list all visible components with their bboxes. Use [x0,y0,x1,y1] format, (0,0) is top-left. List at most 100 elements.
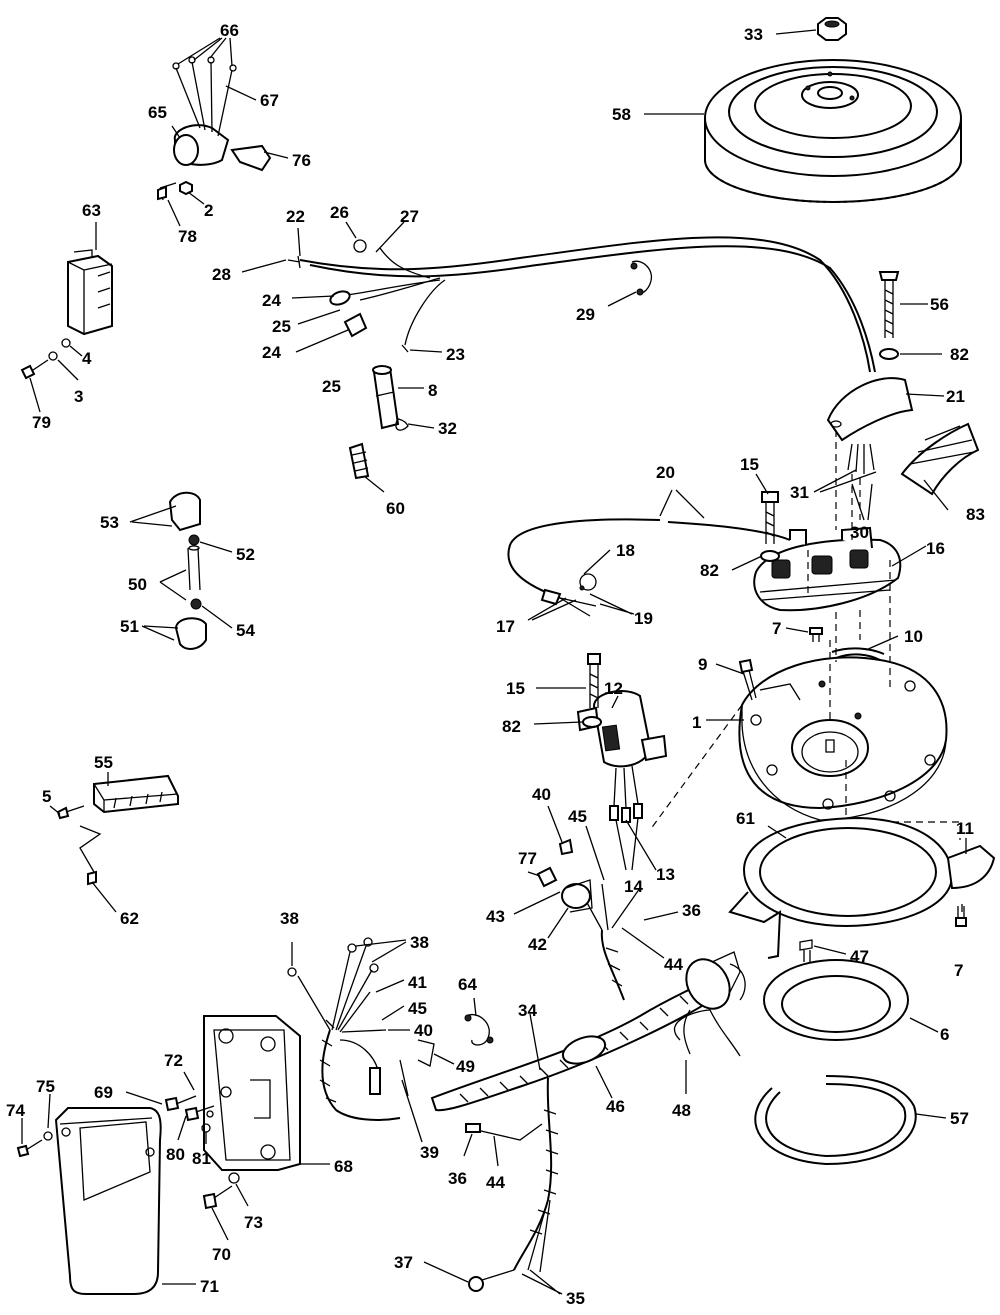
solenoid [157,56,272,201]
flywheel-nut [817,17,847,41]
callout-20: 20 [656,463,675,482]
callout-13: 13 [656,865,675,884]
callout-61: 61 [736,809,755,828]
callout-80: 80 [166,1145,185,1164]
callout-68: 68 [334,1157,353,1176]
callout-82a: 82 [950,345,969,364]
harness-clip [630,260,653,296]
callout-6: 6 [940,1025,949,1044]
callout-33: 33 [744,25,763,44]
callout-3: 3 [74,387,83,406]
callout-45a: 45 [568,807,587,826]
leader-lines [21,29,967,1295]
callout-10: 10 [904,627,923,646]
timer-base [753,526,902,612]
callout-54: 54 [236,621,255,640]
callout-66: 66 [220,21,239,40]
callout-77: 77 [518,849,537,868]
callout-40b: 40 [414,1021,433,1040]
armature-plate [738,656,948,821]
ignition-coil [576,690,668,823]
stator-lead-harness [287,236,876,373]
callout-38a: 38 [280,909,299,928]
sensor-cover [826,377,914,474]
callout-labels: 33 58 66 67 65 76 2 78 63 4 3 79 22 26 2… [6,21,985,1308]
callout-82c: 82 [502,717,521,736]
callout-65: 65 [148,103,167,122]
callout-39: 39 [420,1143,439,1162]
callout-37: 37 [394,1253,413,1272]
stator-gasket [728,816,954,959]
callout-38b: 38 [410,933,429,952]
callout-58: 58 [612,105,631,124]
callout-82b: 82 [700,561,719,580]
callout-27: 27 [400,207,419,226]
clip-64 [464,1013,494,1046]
callout-46: 46 [606,1097,625,1116]
callout-36b: 36 [448,1169,467,1188]
callout-41: 41 [408,973,427,992]
callout-26: 26 [330,203,349,222]
callout-23: 23 [446,345,465,364]
clip-48 [673,1009,741,1057]
mounting-bracket [203,1015,301,1171]
screw-56 [878,271,900,360]
callout-22: 22 [286,207,305,226]
callout-64: 64 [458,975,477,994]
callout-11: 11 [956,819,974,838]
callout-15a: 15 [740,455,759,474]
callout-62: 62 [120,909,139,928]
harness-left [287,937,409,1121]
alignment-lines [649,430,961,840]
callout-14: 14 [624,877,643,896]
callout-40a: 40 [532,785,551,804]
callout-76: 76 [292,151,311,170]
callout-12: 12 [604,679,623,698]
callout-45b: 45 [408,999,427,1018]
screw-15-top [760,491,780,562]
callout-43: 43 [486,907,505,926]
callout-5: 5 [42,787,51,806]
callout-69: 69 [94,1083,113,1102]
terminal-block [56,774,179,886]
callout-9: 9 [698,655,707,674]
callout-74: 74 [6,1101,25,1120]
callout-8: 8 [428,381,437,400]
terminal-boot [348,365,409,480]
callout-2: 2 [204,201,213,220]
ring-6 [763,939,909,1041]
callout-28: 28 [212,265,231,284]
spark-lead-parts [168,491,207,650]
callout-71: 71 [200,1277,219,1296]
callout-67: 67 [260,91,279,110]
callout-44b: 44 [486,1173,505,1192]
callout-34: 34 [518,1001,537,1020]
callout-81: 81 [192,1149,211,1168]
callout-56: 56 [930,295,949,314]
callout-24b: 24 [262,343,281,362]
callout-15b: 15 [506,679,525,698]
callout-7b: 7 [954,961,963,980]
pulser-lead [507,518,791,617]
callout-32: 32 [438,419,457,438]
callout-73: 73 [244,1213,263,1232]
callout-25b: 25 [322,377,341,396]
callout-63: 63 [82,201,101,220]
callout-29: 29 [576,305,595,324]
screw-15-coil [582,653,602,728]
callout-70: 70 [212,1245,231,1264]
cover-71 [54,1107,162,1295]
callout-7a: 7 [772,619,781,638]
cover-shield [900,422,980,496]
callout-48: 48 [672,1101,691,1120]
callout-49: 49 [456,1057,475,1076]
callout-57: 57 [950,1109,969,1128]
small-fasteners [16,1086,240,1210]
callout-21: 21 [946,387,965,406]
retainer-11 [946,844,996,927]
callout-16: 16 [926,539,945,558]
screw-7-top [809,627,823,642]
connector-42 [536,838,593,913]
